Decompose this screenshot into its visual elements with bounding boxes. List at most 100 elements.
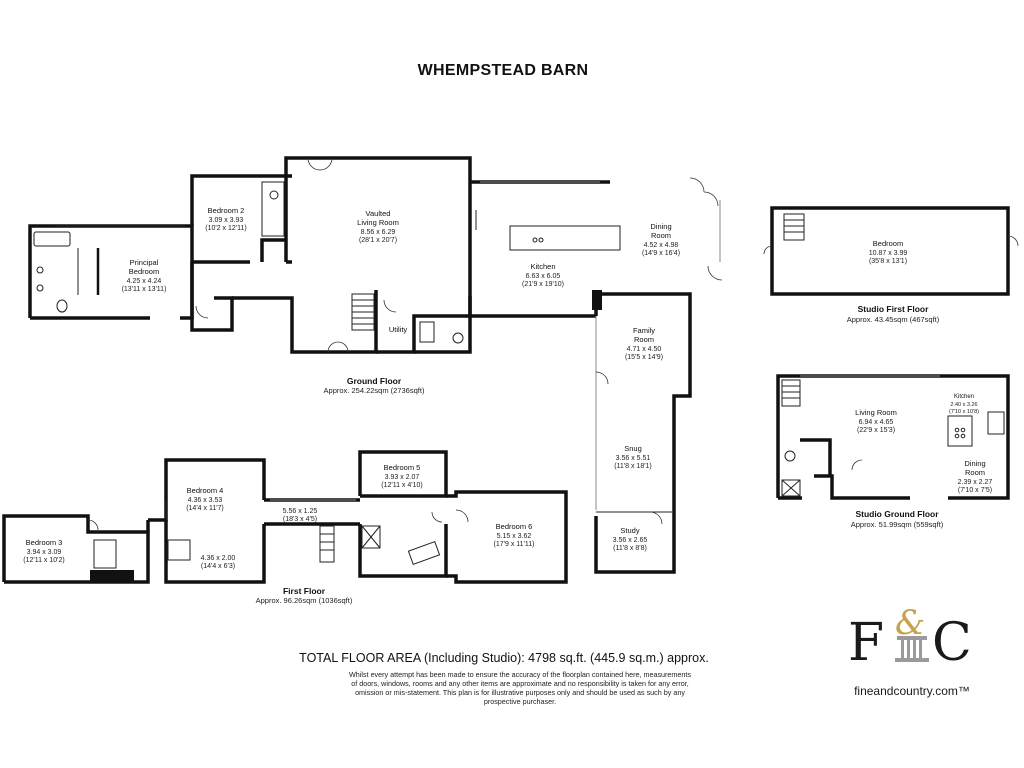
room-label-text: 4.36 x 3.53	[188, 497, 223, 504]
disclaimer-line-4: prospective purchaser.	[484, 697, 556, 706]
logo-letter-c: C	[932, 613, 972, 673]
room-snug: Snug 3.56 x 5.51 (11'8 x 18'1)	[614, 444, 652, 470]
room-bedroom-4: Bedroom 4 4.36 x 3.53 (14'4 x 11'7)	[186, 486, 224, 512]
room-label-text: (18'3 x 4'5)	[283, 516, 317, 523]
room-label-text: (7'10 x 7'5)	[958, 487, 992, 494]
room-label-text: 3.09 x 3.93	[209, 217, 244, 224]
room-label-text: Kitchen	[530, 262, 555, 271]
room-bedroom-6: Bedroom 6 5.15 x 3.62 (17'9 x 11'11)	[494, 522, 535, 548]
room-label-text: Living Room	[357, 218, 399, 227]
room-label-text: (7'10 x 10'8)	[949, 409, 979, 415]
room-label-text: (15'5 x 14'9)	[625, 354, 663, 361]
studio-first-floor-area: Approx. 43.45sqm (467sqft)	[847, 315, 940, 324]
room-family-room: Family Room 4.71 x 4.50 (15'5 x 14'9)	[625, 326, 663, 361]
room-label-text: Room	[965, 468, 985, 477]
first-floor-plan	[2, 450, 568, 584]
ground-floor-label: Ground Floor	[347, 376, 402, 386]
column-icon	[895, 636, 929, 662]
room-principal-bedroom: Principal Bedroom 4.25 x 4.24 (13'11 x 1…	[122, 258, 167, 293]
room-label-text: Bedroom 3	[26, 538, 63, 547]
room-label-text: (35'8 x 13'1)	[869, 258, 907, 265]
room-label-text: 2.39 x 2.27	[958, 479, 993, 486]
room-label-text: Dining	[650, 222, 671, 231]
disclaimer-line-3: omission or mis-statement. This plan is …	[355, 688, 685, 697]
room-label-text: Bedroom 5	[384, 463, 421, 472]
room-studio-living-room: Living Room 6.94 x 4.65 (22'9 x 15'3)	[855, 408, 897, 434]
room-label-text: Principal	[130, 258, 159, 267]
plan-title: WHEMPSTEAD BARN	[418, 62, 589, 79]
room-label-text: Room	[634, 335, 654, 344]
room-label-text: Bedroom 2	[208, 206, 245, 215]
room-label-text: 5.15 x 3.62	[497, 533, 532, 540]
room-label-text: 3.93 x 2.07	[385, 474, 420, 481]
disclaimer-line-2: of doors, windows, rooms and any other i…	[351, 679, 689, 688]
room-label-text: (10'2 x 12'11)	[205, 225, 246, 232]
room-label-text: (11'8 x 8'8)	[613, 545, 647, 552]
room-label-text: Bedroom	[873, 239, 903, 248]
room-label-text: (12'11 x 4'10)	[381, 482, 422, 489]
room-study: Study 3.56 x 2.65 (11'8 x 8'8)	[613, 526, 648, 552]
disclaimer-line-1: Whilst every attempt has been made to en…	[349, 670, 691, 679]
ground-floor-area: Approx. 254.22sqm (2736sqft)	[324, 386, 425, 395]
room-label-text: Kitchen	[954, 394, 974, 400]
studio-first-floor-plan	[763, 206, 1019, 296]
room-label-text: Dining	[964, 459, 985, 468]
room-label-text: 4.52 x 4.98	[644, 242, 679, 249]
room-landing: 5.56 x 1.25 (18'3 x 4'5)	[283, 508, 318, 523]
room-label-text: 6.63 x 6.05	[526, 273, 561, 280]
room-label-text: Bedroom 6	[496, 522, 533, 531]
room-label-text: 5.56 x 1.25	[283, 508, 318, 515]
studio-ground-floor-label: Studio Ground Floor	[855, 509, 939, 519]
studio-ground-floor-area: Approx. 51.99sqm (559sqft)	[851, 520, 944, 529]
room-vaulted-living-room: Vaulted Living Room 8.56 x 6.29 (28'1 x …	[357, 209, 399, 244]
room-label-text: Living Room	[855, 408, 897, 417]
room-label-text: (12'11 x 10'2)	[23, 557, 64, 564]
room-label-text: Snug	[624, 444, 642, 453]
room-label-text: (17'9 x 11'11)	[494, 541, 535, 548]
room-label-text: (28'1 x 20'7)	[359, 237, 397, 244]
room-label-text: (22'9 x 15'3)	[857, 427, 895, 434]
room-label-text: (11'8 x 18'1)	[614, 463, 652, 470]
room-label-text: (14'9 x 16'4)	[642, 250, 680, 257]
room-label-text: (14'4 x 11'7)	[186, 505, 224, 512]
studio-first-floor-label: Studio First Floor	[858, 304, 930, 314]
room-label-text: 3.56 x 5.51	[616, 455, 651, 462]
first-floor-label: First Floor	[283, 586, 326, 596]
room-label-text: 3.56 x 2.65	[613, 537, 648, 544]
room-dining-room: Dining Room 4.52 x 4.98 (14'9 x 16'4)	[642, 222, 680, 257]
room-label-text: 4.71 x 4.50	[627, 346, 662, 353]
fine-and-country-logo: F C & fineandcountry.com™	[848, 603, 972, 698]
room-label-text: 6.94 x 4.65	[859, 419, 894, 426]
room-label-text: 4.25 x 4.24	[127, 278, 162, 285]
room-label-text: 8.56 x 6.29	[361, 229, 396, 236]
room-label-text: Room	[651, 231, 671, 240]
ground-floor-plan	[28, 156, 723, 574]
room-436: 4.36 x 2.00 (14'4 x 6'3)	[201, 555, 236, 570]
room-label-text: Study	[620, 526, 639, 535]
room-studio-dining-room: Dining Room 2.39 x 2.27 (7'10 x 7'5)	[958, 459, 993, 494]
room-studio-kitchen: Kitchen 2.40 x 3.26 (7'10 x 10'8)	[949, 394, 979, 415]
room-label-text: 3.94 x 3.09	[27, 549, 62, 556]
room-utility: Utility	[389, 325, 408, 334]
studio-ground-floor-plan	[776, 374, 1010, 500]
room-label-text: Family	[633, 326, 655, 335]
room-studio-bedroom: Bedroom 10.87 x 3.99 (35'8 x 13'1)	[869, 239, 908, 265]
room-label-text: Utility	[389, 325, 408, 334]
room-label-text: Bedroom	[129, 267, 159, 276]
logo-url: fineandcountry.com™	[854, 684, 970, 698]
room-label-text: 10.87 x 3.99	[869, 250, 908, 257]
room-label-text: (14'4 x 6'3)	[201, 563, 235, 570]
room-kitchen: Kitchen 6.63 x 6.05 (21'9 x 19'10)	[522, 262, 564, 288]
room-bedroom-3: Bedroom 3 3.94 x 3.09 (12'11 x 10'2)	[23, 538, 64, 564]
logo-letter-f: F	[848, 613, 884, 673]
room-label-text: (13'11 x 13'11)	[122, 286, 167, 293]
room-label-text: Vaulted	[366, 209, 391, 218]
total-floor-area: TOTAL FLOOR AREA (Including Studio): 479…	[299, 651, 709, 665]
room-bedroom-5: Bedroom 5 3.93 x 2.07 (12'11 x 4'10)	[381, 463, 422, 489]
first-floor-area: Approx. 96.26sqm (1036sqft)	[256, 596, 353, 605]
room-label-text: Bedroom 4	[187, 486, 224, 495]
room-label-text: 2.40 x 3.26	[950, 402, 977, 408]
room-bedroom-2: Bedroom 2 3.09 x 3.93 (10'2 x 12'11)	[205, 206, 246, 232]
room-label-text: (21'9 x 19'10)	[522, 281, 564, 288]
